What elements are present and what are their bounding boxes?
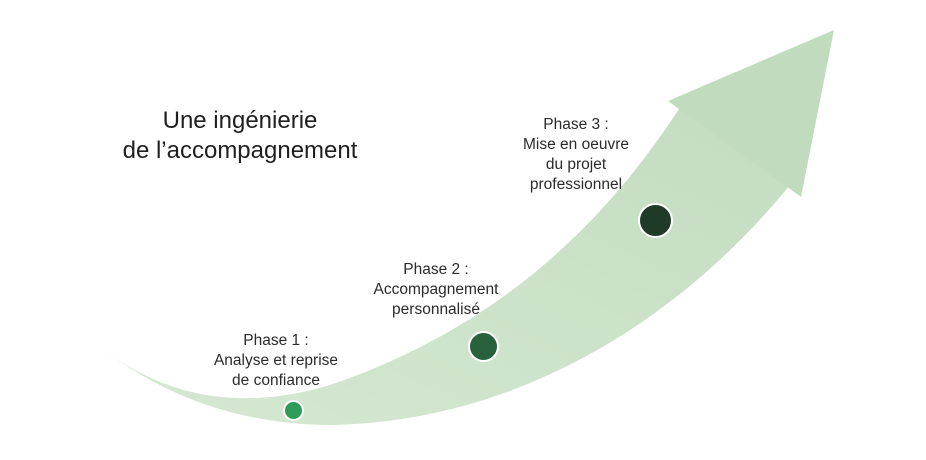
phase-2-label: Phase 2 : Accompagnement personnalisé bbox=[346, 260, 526, 320]
phase-3-line-1: Mise en oeuvre bbox=[523, 136, 629, 153]
title-line-2: de l’accompagnement bbox=[122, 137, 358, 164]
phase-3-line-3: professionnel bbox=[529, 176, 623, 193]
phase-1-heading: Phase 1 : bbox=[243, 332, 309, 349]
phase-1-line-1: Analyse et reprise bbox=[213, 352, 339, 369]
phase-2-marker bbox=[468, 331, 499, 362]
phase-1-marker bbox=[283, 400, 304, 421]
phase-1-line-2: de confiance bbox=[232, 372, 320, 389]
phase-3-marker bbox=[638, 203, 673, 238]
phase-2-heading: Phase 2 : bbox=[403, 261, 469, 278]
arrow-head bbox=[668, 30, 834, 197]
title-line-1: Une ingénierie bbox=[162, 107, 318, 134]
diagram-title: Une ingénierie de l’accompagnement bbox=[80, 106, 400, 166]
phase-1-label: Phase 1 : Analyse et reprise de confianc… bbox=[186, 331, 366, 391]
phase-3-label: Phase 3 : Mise en oeuvre du projet profe… bbox=[486, 115, 666, 195]
phase-3-line-2: du projet bbox=[545, 156, 607, 173]
phase-2-line-2: personnalisé bbox=[392, 301, 480, 318]
phase-2-line-1: Accompagnement bbox=[373, 281, 499, 298]
phase-3-heading: Phase 3 : bbox=[543, 116, 609, 133]
